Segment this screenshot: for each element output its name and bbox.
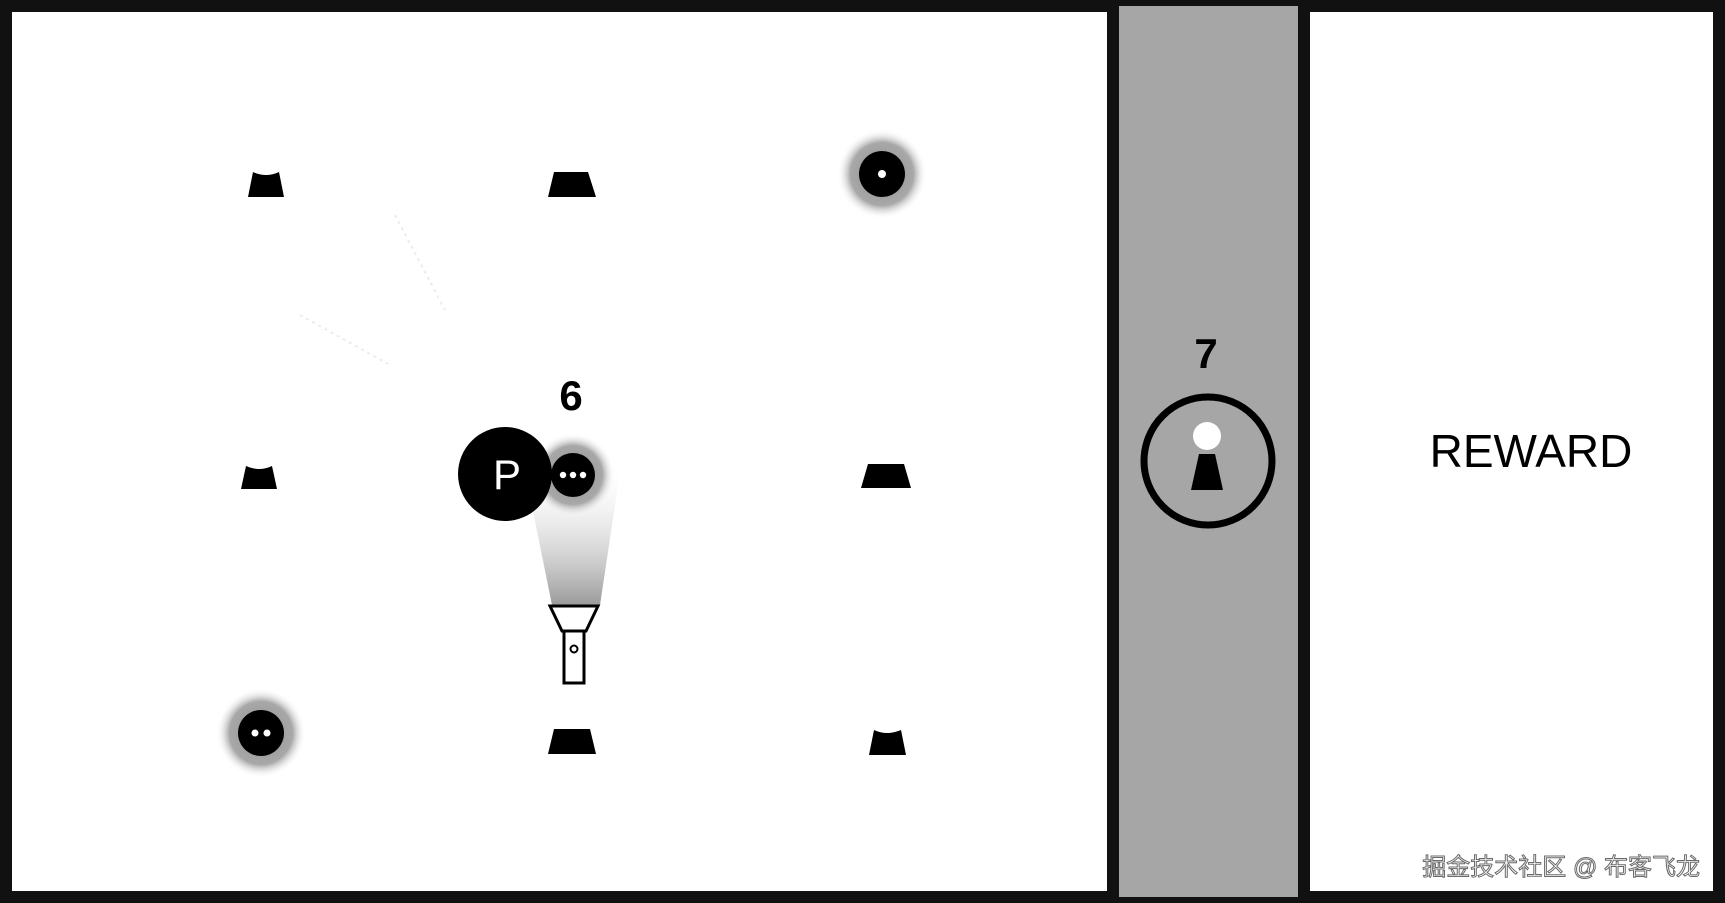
pedestal-icon[interactable] [861, 464, 911, 488]
pedestal-icon[interactable] [241, 466, 277, 489]
keyhole-lock-icon[interactable] [1140, 393, 1276, 529]
token-three-pips[interactable] [531, 433, 615, 517]
watermark-text: 掘金技术社区 @ 布客飞龙 [1422, 854, 1700, 881]
pedestal-icon[interactable] [248, 172, 284, 197]
player-avatar[interactable]: P [458, 427, 552, 521]
door-counter: 7 [1194, 330, 1217, 377]
token-two-pips[interactable] [216, 688, 306, 778]
faint-trace [299, 314, 391, 366]
pedestal-icon[interactable] [548, 172, 596, 197]
player-label: P [493, 451, 521, 498]
pedestal-icon[interactable] [869, 730, 906, 755]
flashlight-icon[interactable] [547, 604, 601, 685]
player-step-count: 6 [559, 372, 582, 419]
token-one-pip[interactable] [837, 129, 927, 219]
pedestal-icon[interactable] [548, 729, 596, 754]
reward-label: REWARD [1430, 425, 1633, 477]
